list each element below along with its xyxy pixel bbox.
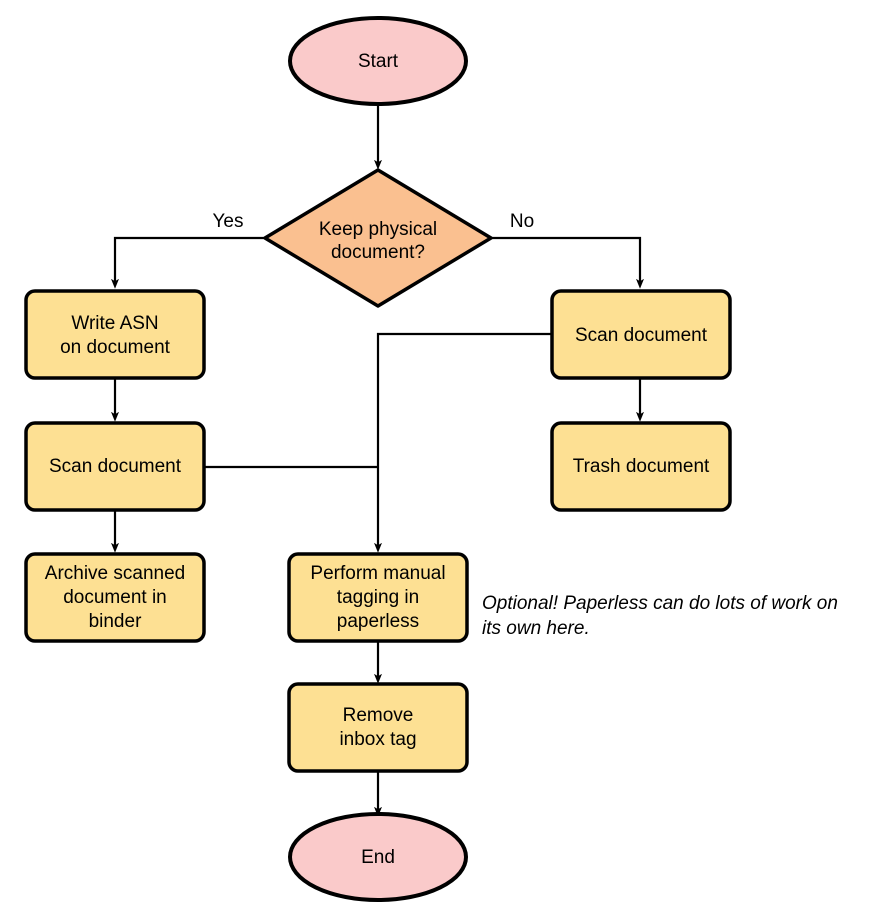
archive-label-line3: binder bbox=[89, 611, 142, 632]
edge-label-yes: Yes bbox=[213, 211, 244, 232]
write-asn-label-line2: on document bbox=[60, 337, 171, 358]
annotation-optional-paperless: Optional! Paperless can do lots of work … bbox=[482, 593, 838, 639]
node-scan-document-right[interactable]: Scan document bbox=[550, 289, 732, 380]
node-start[interactable]: Start bbox=[288, 16, 468, 106]
node-decision-keep-physical-document[interactable]: Keep physical document? bbox=[263, 168, 493, 308]
end-label: End bbox=[361, 847, 395, 868]
node-scan-document-left[interactable]: Scan document bbox=[24, 421, 206, 512]
tagging-box bbox=[287, 552, 469, 643]
archive-label-line1: Archive scanned bbox=[45, 563, 185, 584]
trash-box bbox=[550, 421, 732, 512]
decision-label-line1: Keep physical bbox=[319, 219, 437, 240]
decision-diamond bbox=[263, 168, 493, 308]
decision-label-line2: document? bbox=[331, 242, 425, 263]
annotation-line1: Optional! Paperless can do lots of work … bbox=[482, 593, 838, 614]
end-ellipse bbox=[288, 812, 468, 902]
node-write-asn-on-document[interactable]: Write ASN on document bbox=[24, 289, 206, 380]
edge-label-no: No bbox=[510, 211, 534, 232]
node-archive-scanned-document[interactable]: Archive scanned document in binder bbox=[24, 552, 206, 643]
start-label: Start bbox=[358, 51, 399, 72]
archive-box bbox=[24, 552, 206, 643]
tagging-label-line3: paperless bbox=[337, 611, 419, 632]
edge-decision-yes-to-write-asn bbox=[111, 236, 264, 289]
remove-inbox-label-line2: inbox tag bbox=[339, 729, 416, 750]
trash-label: Trash document bbox=[573, 456, 710, 477]
write-asn-label-line1: Write ASN bbox=[71, 313, 158, 334]
write-asn-box bbox=[24, 289, 206, 380]
remove-inbox-label-line1: Remove bbox=[343, 705, 414, 726]
annotation-line2: its own here. bbox=[482, 618, 590, 639]
node-end[interactable]: End bbox=[288, 812, 468, 902]
node-remove-inbox-tag[interactable]: Remove inbox tag bbox=[287, 682, 469, 773]
scan-right-box bbox=[550, 289, 732, 380]
edge-decision-no-to-scan-right bbox=[491, 236, 644, 289]
scan-left-box bbox=[24, 421, 206, 512]
scan-left-label: Scan document bbox=[49, 456, 182, 477]
archive-label-line2: document in bbox=[63, 587, 167, 608]
node-perform-manual-tagging[interactable]: Perform manual tagging in paperless bbox=[287, 552, 469, 643]
node-trash-document[interactable]: Trash document bbox=[550, 421, 732, 512]
scan-right-label: Scan document bbox=[575, 325, 708, 346]
tagging-label-line1: Perform manual bbox=[310, 563, 445, 584]
start-ellipse bbox=[288, 16, 468, 106]
remove-inbox-box bbox=[287, 682, 469, 773]
edge-scan-right-to-tagging bbox=[374, 332, 552, 553]
tagging-label-line2: tagging in bbox=[337, 587, 419, 608]
